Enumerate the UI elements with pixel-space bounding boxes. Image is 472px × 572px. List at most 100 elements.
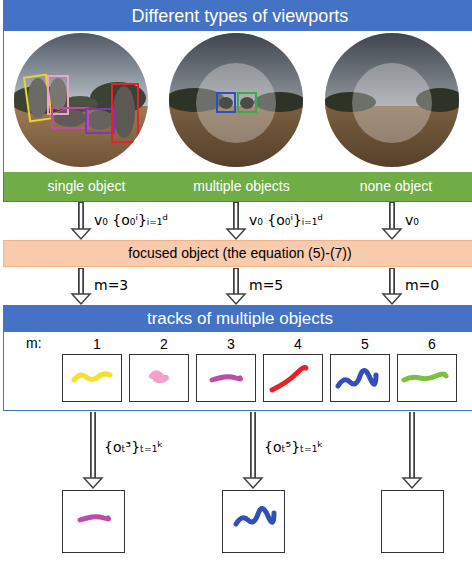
track-slot: 5 — [330, 336, 400, 402]
bbox — [86, 109, 114, 133]
track — [338, 370, 376, 386]
arrow-shaft — [233, 202, 239, 229]
arrow-shaft — [78, 268, 84, 294]
bbox — [217, 93, 235, 112]
result-frame — [63, 491, 125, 553]
arrow-shaft — [391, 203, 394, 230]
flow-arrow — [383, 202, 401, 239]
track-number: 1 — [62, 336, 132, 352]
shade — [325, 33, 459, 167]
track-frame — [330, 354, 390, 402]
rhino — [240, 97, 254, 109]
track-frame — [62, 354, 122, 402]
flow-arrow — [72, 268, 90, 304]
axis-label: m: — [24, 335, 44, 351]
arrow-head — [383, 229, 401, 239]
arrow-head — [244, 478, 262, 488]
arrow-shaft — [90, 412, 96, 478]
arrow-head — [383, 294, 401, 304]
track — [212, 377, 241, 380]
track — [74, 374, 110, 380]
edge-label: m=0 — [403, 276, 441, 294]
track-number: 2 — [129, 336, 199, 352]
category-cell: multiple objects — [159, 172, 324, 201]
track-slot: 4 — [263, 336, 333, 402]
track-slot: 1 — [62, 336, 132, 402]
edge-label-holder: v₀ {o₀ⁱ}ᵢ₌₁ᵈ — [92, 211, 170, 229]
track-number: 5 — [330, 336, 400, 352]
arrow-head — [403, 478, 421, 488]
output-label: {oₜ³}ₜ₌₁ᵏ — [102, 438, 165, 456]
edge-label-holder: v₀ {o₀ⁱ}ᵢ₌₁ᵈ — [247, 211, 325, 229]
flow-arrow — [383, 268, 401, 304]
process-label: focused object (the equation (5)-(7)) — [4, 241, 472, 266]
arrow-shaft — [389, 268, 395, 294]
result-frame — [382, 491, 444, 553]
arrow-head — [227, 229, 245, 239]
panorama-multiple — [165, 33, 306, 168]
bbox — [112, 84, 138, 142]
track-slot: 2 — [129, 336, 199, 402]
arrow-shaft — [235, 203, 238, 230]
track — [272, 368, 306, 391]
result-frame — [223, 491, 285, 553]
edge-label: m=5 — [247, 276, 285, 294]
track-number: 6 — [397, 336, 467, 352]
result-boxes — [63, 491, 444, 553]
shade — [169, 33, 303, 167]
arrow-shaft — [80, 203, 83, 230]
elephant — [28, 78, 48, 118]
edge-label: v₀ {o₀ⁱ}ᵢ₌₁ᵈ — [247, 211, 325, 229]
arrow-shaft — [252, 412, 255, 479]
edge-label-holder: m=3 — [92, 276, 130, 294]
track-frame — [397, 354, 457, 402]
category-cell: none object — [314, 172, 472, 201]
arrow-shaft — [411, 412, 414, 479]
edge-label: m=3 — [92, 276, 130, 294]
arrow-shaft — [235, 269, 238, 295]
panel-heading: tracks of multiple objects — [4, 306, 472, 332]
rhino — [219, 97, 233, 109]
arrow-shaft — [389, 202, 395, 229]
arrow-shaft — [409, 412, 415, 478]
arrow-shaft — [80, 269, 83, 295]
track-frame — [196, 354, 256, 402]
track-number: 3 — [196, 336, 266, 352]
panel-box: tracks of multiple objects 123456 — [3, 305, 472, 411]
flow-arrow — [227, 268, 245, 304]
panel-box: Different types of viewports single objec… — [3, 0, 472, 202]
edge-label-holder: m=5 — [247, 276, 285, 294]
arrow-head — [227, 294, 245, 304]
arrow-shaft — [233, 268, 239, 294]
arrow-shaft — [250, 412, 256, 478]
flow-arrow — [72, 202, 90, 239]
track-frame — [129, 354, 189, 402]
bbox — [238, 93, 256, 112]
bbox — [52, 108, 88, 128]
category-cell: single object — [4, 172, 169, 201]
elephant — [113, 86, 135, 138]
arrow-shaft — [391, 269, 394, 295]
output-label: {oₜ⁵}ₜ₌₁ᵏ — [262, 438, 325, 456]
panel-heading: Different types of viewports — [4, 1, 472, 31]
edge-label-holder: v₀ — [403, 211, 421, 229]
process-box: focused object (the equation (5)-(7)) — [3, 240, 472, 267]
edge-label: v₀ {o₀ⁱ}ᵢ₌₁ᵈ — [92, 211, 170, 229]
arrow-head — [84, 478, 102, 488]
edge-label: v₀ — [403, 211, 421, 229]
flow-arrow — [227, 202, 245, 239]
elephant — [54, 109, 86, 127]
track — [152, 373, 166, 380]
track-slot: 3 — [196, 336, 266, 402]
viewport — [196, 63, 276, 143]
track-number: 4 — [263, 336, 333, 352]
track-slot: 6 — [397, 336, 467, 402]
label-holder: {oₜ⁵}ₜ₌₁ᵏ — [262, 438, 325, 456]
category-label: single object — [4, 172, 169, 201]
track — [80, 517, 109, 520]
track-frame — [263, 354, 323, 402]
track — [404, 374, 446, 380]
